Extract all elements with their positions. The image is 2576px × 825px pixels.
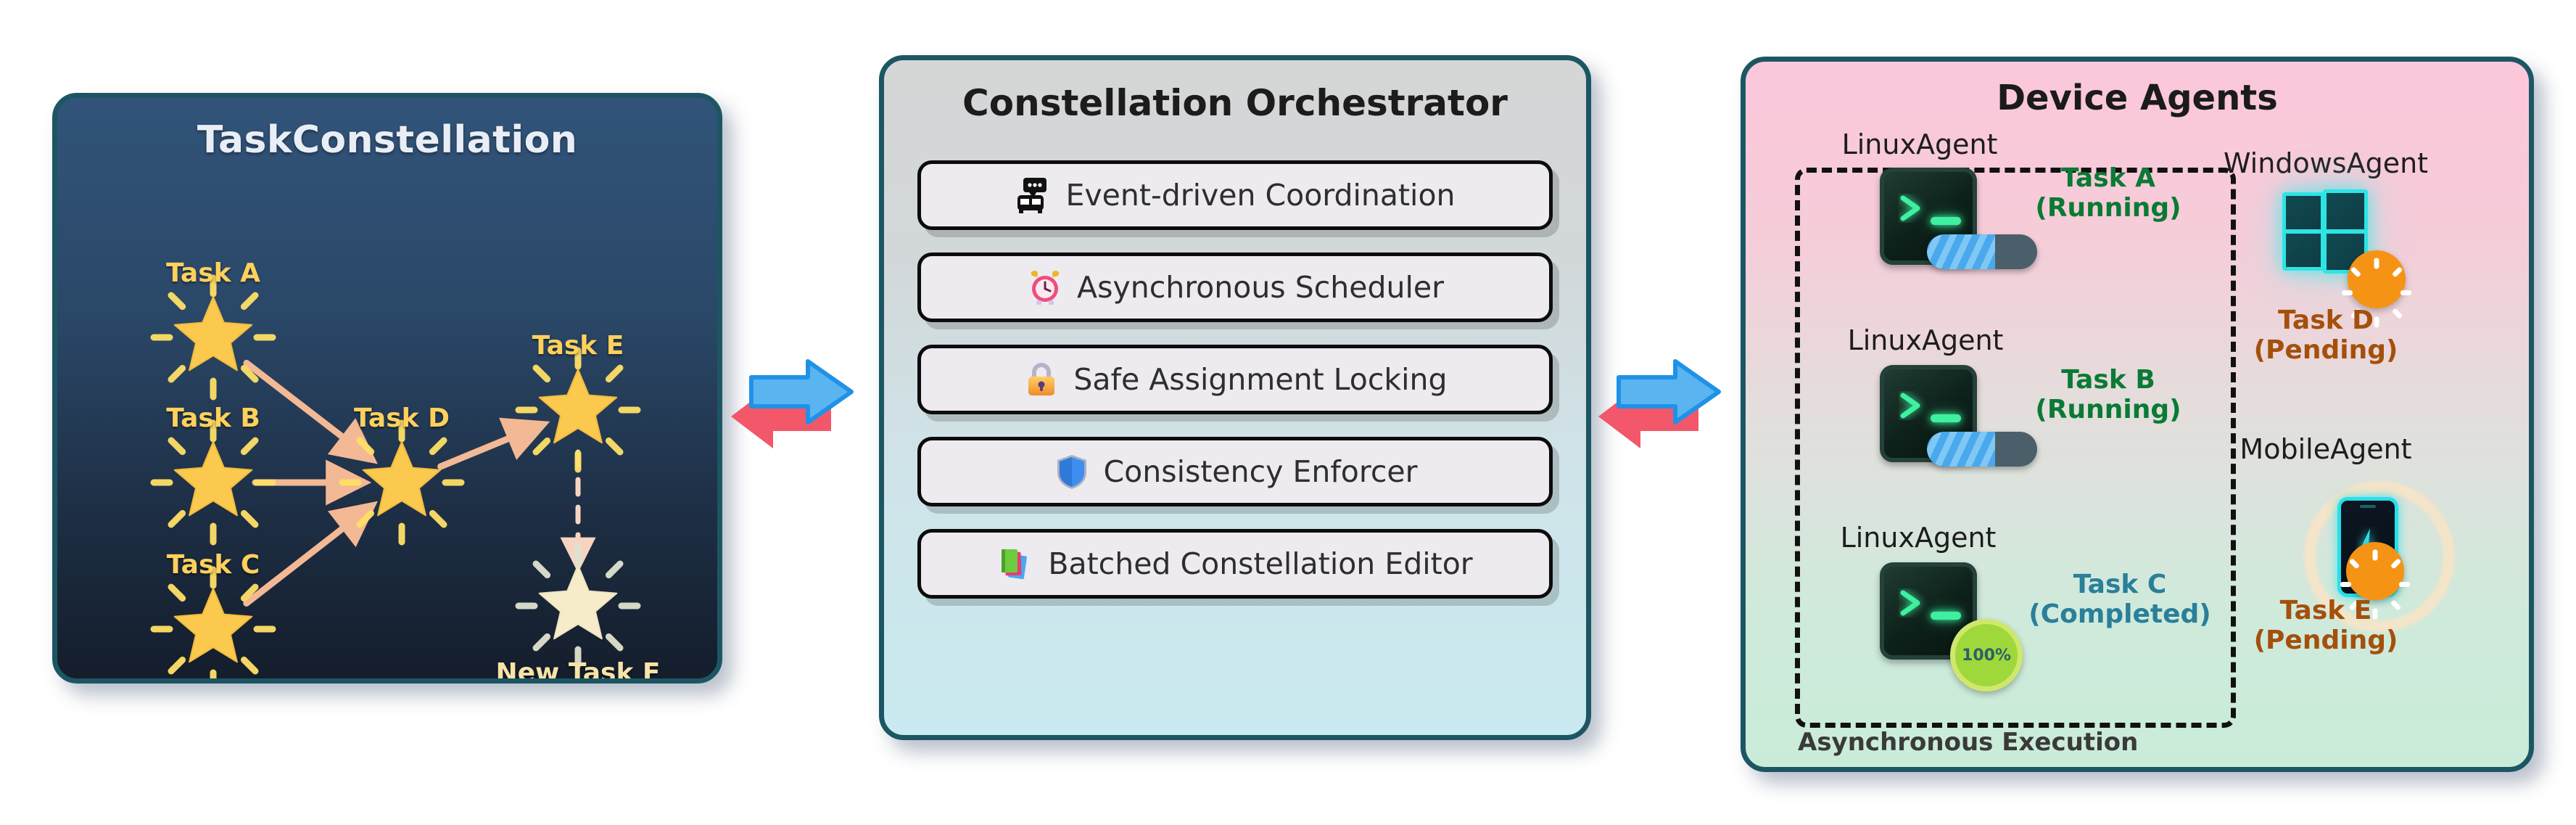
task-state: (Running) [2035, 395, 2181, 425]
shield-icon [1053, 453, 1091, 491]
agent-name-windowsagent: WindowsAgent [2223, 147, 2429, 179]
star-node-A [150, 274, 276, 401]
device-agents-title: Device Agents [1997, 78, 2278, 118]
star-label-A: Task A [166, 258, 260, 288]
orchestrator-panel: Constellation Orchestrator Event-driven … [879, 55, 1591, 740]
asynchronous-execution-caption: Asynchronous Execution [1798, 728, 2139, 757]
asynchronous-execution-group [1795, 168, 2236, 728]
spinner-badge [2342, 250, 2411, 328]
star-label-D: Task D [354, 403, 450, 433]
agent-name-mobileagent: MobileAgent [2239, 433, 2412, 465]
feature-label: Asynchronous Scheduler [1077, 270, 1444, 305]
exchange-left-icon [722, 347, 860, 470]
star-label-E: Task E [532, 331, 624, 361]
constellation-edge-D-E [437, 417, 550, 470]
task-state: (Completed) [2028, 599, 2211, 630]
feature-safe-assignment-locking[interactable]: Safe Assignment Locking [917, 345, 1553, 414]
device-agents-panel: Device Agents Asynchronous Execution Lin… [1741, 57, 2534, 772]
orchestrator-title: Constellation Orchestrator [962, 82, 1508, 124]
feature-consistency-enforcer[interactable]: Consistency Enforcer [917, 437, 1553, 506]
done-100-badge: 100% [1950, 619, 2023, 691]
constellation-edge-A-D [243, 359, 378, 464]
feature-label: Safe Assignment Locking [1073, 362, 1448, 397]
feature-label: Consistency Enforcer [1103, 454, 1418, 489]
windows-icon [2282, 189, 2368, 274]
star-label-B: Task B [166, 403, 260, 433]
task-status-task-c: Task C(Completed) [2028, 570, 2211, 629]
feature-batched-constellation-editor[interactable]: Batched Constellation Editor [917, 529, 1553, 599]
task-name: Task A [2061, 163, 2155, 193]
task-status-task-e: Task E(Pending) [2254, 596, 2398, 655]
bus-chat-icon [1015, 176, 1052, 214]
task-constellation-title: TaskConstellation [197, 118, 578, 162]
task-name: Task D [2278, 305, 2374, 335]
feature-label: Event-driven Coordination [1065, 178, 1456, 213]
star-node-B [150, 419, 276, 546]
task-state: (Pending) [2253, 625, 2398, 656]
task-status-task-a: Task A(Running) [2035, 163, 2181, 223]
star-node-E [515, 347, 641, 473]
task-name: Task C [2073, 570, 2167, 599]
star-node-D [339, 419, 465, 546]
alarm-clock-icon [1026, 268, 1064, 306]
spinner-badge [2340, 542, 2410, 620]
progress-bar [1927, 234, 2037, 269]
exchange-right-icon [1590, 347, 1727, 470]
task-constellation-panel: TaskConstellation Task A Task B Task C Task… [52, 93, 722, 684]
star-node-F [515, 543, 641, 669]
task-name: Task E [2279, 596, 2372, 625]
feature-event-driven-coordination[interactable]: Event-driven Coordination [917, 160, 1553, 230]
task-name: Task B [2061, 365, 2155, 395]
task-state: (Pending) [2253, 335, 2398, 366]
feature-label: Batched Constellation Editor [1048, 546, 1473, 581]
star-node-C [150, 566, 276, 678]
lock-icon [1023, 361, 1060, 398]
agent-name-linuxagent: LinuxAgent [1840, 522, 1997, 554]
books-icon [997, 545, 1035, 583]
constellation-edge-C-D [243, 501, 378, 607]
agent-name-linuxagent: LinuxAgent [1847, 324, 2004, 356]
task-state: (Running) [2035, 193, 2181, 223]
progress-bar [1927, 432, 2037, 467]
star-label-F: New Task F [495, 658, 661, 684]
task-status-task-d: Task D(Pending) [2254, 305, 2398, 365]
agent-name-linuxagent: LinuxAgent [1841, 128, 1998, 160]
constellation-graph [150, 274, 641, 678]
star-label-C: Task C [166, 550, 260, 580]
feature-asynchronous-scheduler[interactable]: Asynchronous Scheduler [917, 253, 1553, 322]
task-status-task-b: Task B(Running) [2035, 365, 2181, 424]
